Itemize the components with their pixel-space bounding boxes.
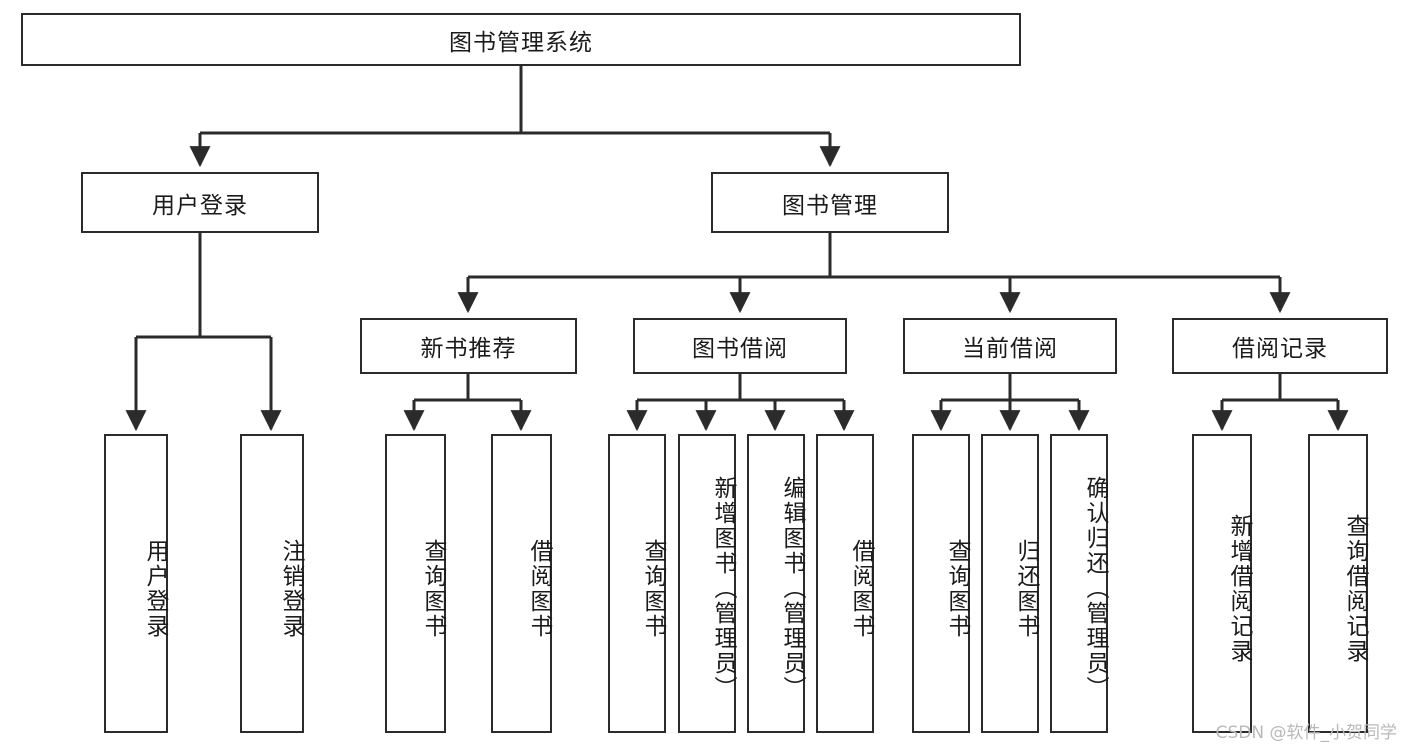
node-label: 查询借阅记录 [1342,513,1368,664]
node-label: 注销登录 [278,538,304,639]
leaf-book-borrow-add-book-admin[interactable]: 新增图书（管理员） [678,434,736,733]
node-label: 图书借阅 [692,336,788,362]
node-borrow-record[interactable]: 借阅记录 [1172,318,1388,374]
leaf-book-borrow-edit-book-admin[interactable]: 编辑图书（管理员） [747,434,805,733]
leaf-borrow-record-query-record[interactable]: 查询借阅记录 [1308,434,1368,733]
node-label: 当前借阅 [962,336,1058,362]
node-user-login[interactable]: 用户登录 [81,172,319,233]
node-root-book-management-system[interactable]: 图书管理系统 [21,13,1021,66]
node-label: 借阅图书 [526,538,552,639]
node-label: 新增借阅记录 [1226,513,1252,664]
node-label: 图书管理 [782,192,878,219]
watermark-text: CSDN @软件_小贺同学 [1215,723,1397,743]
node-current-borrow[interactable]: 当前借阅 [903,318,1117,374]
node-label: 查询图书 [944,538,970,639]
node-book-management[interactable]: 图书管理 [711,172,949,233]
node-label: 新增图书（管理员） [710,476,736,701]
leaf-current-borrow-return-book[interactable]: 归还图书 [981,434,1039,733]
node-label: 查询图书 [640,538,666,639]
leaf-current-borrow-query-book[interactable]: 查询图书 [912,434,970,733]
node-label: 归还图书 [1013,538,1039,639]
leaf-book-borrow-borrow-book[interactable]: 借阅图书 [816,434,874,733]
leaf-new-book-borrow-book[interactable]: 借阅图书 [491,434,552,733]
node-label: 确认归还（管理员） [1082,476,1108,701]
node-book-borrow[interactable]: 图书借阅 [633,318,847,374]
leaf-current-borrow-confirm-return-admin[interactable]: 确认归还（管理员） [1050,434,1108,733]
leaf-borrow-record-add-record[interactable]: 新增借阅记录 [1192,434,1252,733]
leaf-new-book-query-book[interactable]: 查询图书 [385,434,446,733]
leaf-book-borrow-query-book[interactable]: 查询图书 [608,434,666,733]
node-label: 用户登录 [152,192,248,219]
node-new-book-recommend[interactable]: 新书推荐 [360,318,577,374]
node-label: 新书推荐 [420,336,517,362]
node-label: 查询图书 [420,538,446,639]
leaf-user-login-login[interactable]: 用户登录 [104,434,168,733]
node-label: 借阅记录 [1232,336,1328,362]
leaf-user-login-logout[interactable]: 注销登录 [240,434,304,733]
node-label: 用户登录 [142,538,168,639]
node-label: 借阅图书 [848,538,874,639]
node-label: 图书管理系统 [449,29,593,56]
node-label: 编辑图书（管理员） [779,476,805,701]
